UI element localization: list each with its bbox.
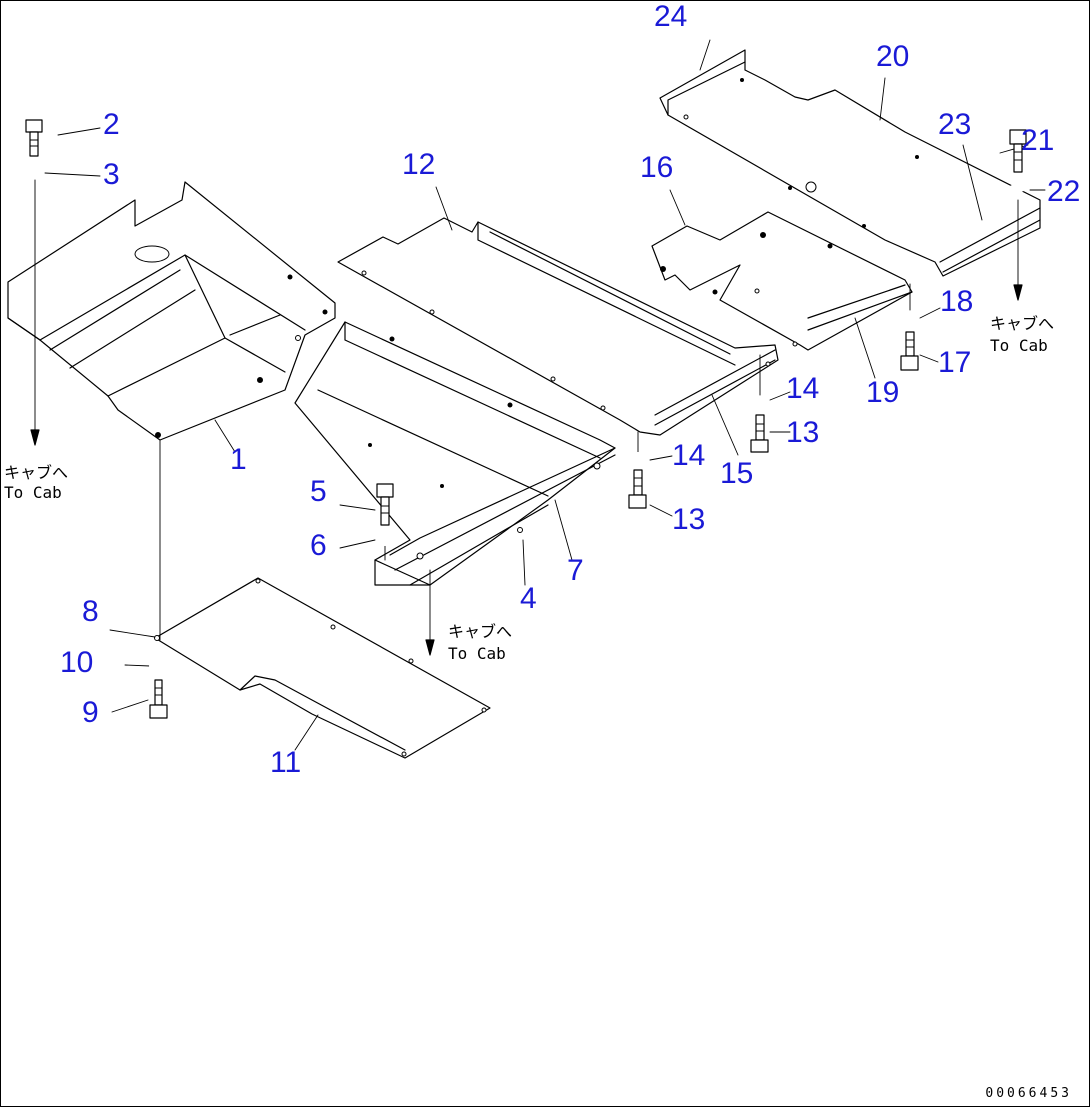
bolt-5 bbox=[376, 483, 394, 526]
bolt-9 bbox=[149, 679, 168, 719]
callout-21: 21 bbox=[1021, 124, 1055, 157]
note-to-cab-left-en: To Cab bbox=[4, 483, 62, 502]
note-to-cab-right-jp: キャブへ bbox=[990, 314, 1055, 333]
part-20-top-plate bbox=[659, 49, 1041, 277]
callout-5: 5 bbox=[310, 475, 327, 508]
callout-19: 19 bbox=[866, 376, 900, 409]
callout-16: 16 bbox=[640, 151, 674, 184]
bolt-13-lower bbox=[628, 469, 647, 509]
callout-17: 17 bbox=[938, 346, 972, 379]
callout-23: 23 bbox=[938, 108, 972, 141]
note-to-cab-center-en: To Cab bbox=[448, 644, 506, 663]
callout-14-lower: 14 bbox=[672, 439, 706, 472]
callout-24: 24 bbox=[654, 0, 688, 33]
callout-7: 7 bbox=[567, 554, 584, 587]
callout-8: 8 bbox=[82, 595, 99, 628]
callout-3: 3 bbox=[103, 158, 120, 191]
washer-3 bbox=[25, 168, 43, 176]
part-1-floor-cover bbox=[7, 181, 336, 441]
callout-6: 6 bbox=[310, 529, 327, 562]
part-16-small-plate bbox=[651, 211, 913, 351]
bolt-2 bbox=[25, 119, 43, 157]
washer-22 bbox=[1009, 184, 1027, 192]
bolt-21 bbox=[1009, 129, 1027, 173]
part-4-middle-cover bbox=[294, 321, 616, 586]
washer-18 bbox=[901, 314, 919, 322]
callout-18: 18 bbox=[940, 285, 974, 318]
callout-11: 11 bbox=[270, 746, 302, 779]
part-12-upper-plate bbox=[337, 217, 779, 436]
note-to-cab-center-jp: キャブへ bbox=[448, 622, 513, 641]
washer-6 bbox=[376, 538, 394, 546]
washer-14-lower bbox=[629, 452, 647, 460]
callout-15: 15 bbox=[720, 457, 754, 490]
bolt-17 bbox=[900, 331, 919, 371]
callout-10: 10 bbox=[60, 646, 94, 679]
callout-13-lower: 13 bbox=[672, 503, 706, 536]
callout-4: 4 bbox=[520, 582, 537, 615]
callout-14-upper: 14 bbox=[786, 372, 820, 405]
callout-20: 20 bbox=[876, 40, 910, 73]
washer-14-upper bbox=[751, 396, 769, 404]
callout-13-upper: 13 bbox=[786, 416, 820, 449]
callout-9: 9 bbox=[82, 696, 99, 729]
part-11-lower-plate bbox=[154, 577, 491, 759]
callout-1: 1 bbox=[230, 443, 247, 476]
callout-2: 2 bbox=[103, 108, 120, 141]
washer-10 bbox=[149, 661, 167, 671]
drawing-number: 00066453 bbox=[985, 1086, 1072, 1101]
note-to-cab-right-en: To Cab bbox=[990, 336, 1048, 355]
bolt-13-upper bbox=[750, 414, 769, 453]
note-to-cab-left-jp: キャブへ bbox=[4, 463, 69, 482]
callout-12: 12 bbox=[402, 148, 436, 181]
callout-22: 22 bbox=[1047, 175, 1081, 208]
fasteners bbox=[25, 119, 1027, 719]
